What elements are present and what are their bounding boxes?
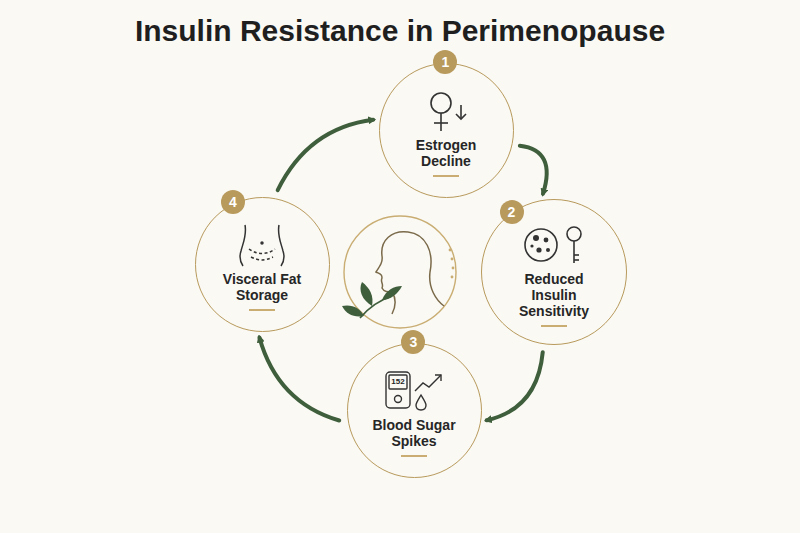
step-number: 2 — [500, 200, 524, 224]
stage-circle: Visceral Fat Storage4 — [195, 197, 330, 332]
glucose-meter-icon: 152 — [379, 369, 449, 413]
step-number: 1 — [433, 50, 457, 74]
cycle-arrow — [520, 146, 547, 194]
stage-label: Reduced Insulin Sensitivity — [504, 271, 604, 319]
waist-icon — [227, 223, 297, 267]
estrogen-icon — [411, 89, 481, 133]
stage-circle: Reduced Insulin Sensitivity 2 — [481, 199, 627, 345]
cell-and-key-icon — [519, 223, 589, 267]
cycle-arrow — [259, 337, 339, 420]
step-number: 3 — [401, 330, 425, 354]
divider-line — [401, 455, 427, 457]
stage-label: Visceral Fat Storage — [212, 271, 312, 303]
divider-line — [249, 309, 275, 311]
cycle-arrow — [487, 352, 543, 420]
stage-circle: Estrogen Decline1 — [379, 63, 514, 198]
diagram-title: Insulin Resistance in Perimenopause — [0, 14, 800, 48]
cycle-arrow — [278, 120, 374, 190]
divider-line — [433, 175, 459, 177]
step-number: 4 — [221, 190, 245, 214]
stage-label: Estrogen Decline — [396, 137, 496, 169]
stage-label: Blood Sugar Spikes — [364, 417, 464, 449]
meter-reading: 152 — [390, 376, 406, 388]
stage-circle: 152Blood Sugar Spikes3 — [347, 343, 482, 478]
divider-line — [541, 325, 567, 327]
